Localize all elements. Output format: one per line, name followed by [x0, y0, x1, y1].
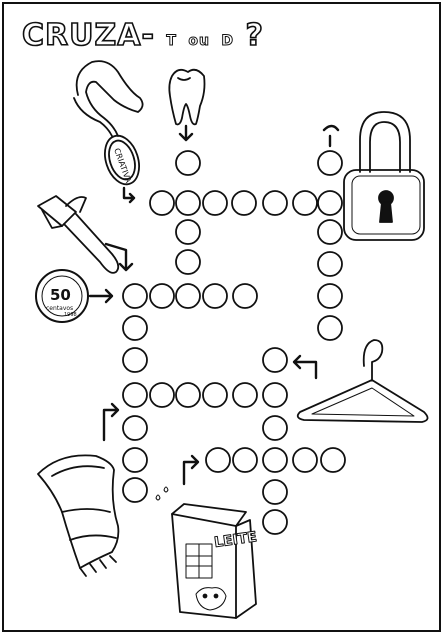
answer-cell[interactable]: [262, 447, 288, 473]
medal-picture: CRIATIVA: [73, 60, 144, 186]
hanger-picture: [296, 339, 429, 423]
answer-cell[interactable]: [175, 283, 201, 309]
answer-cell[interactable]: [122, 447, 148, 473]
answer-cell[interactable]: [292, 190, 318, 216]
hammer-picture: [37, 195, 120, 274]
coin-value: 50: [50, 286, 71, 304]
answer-cell[interactable]: [202, 283, 228, 309]
answer-cell[interactable]: [175, 249, 201, 275]
answer-cell[interactable]: [205, 447, 231, 473]
answer-cell[interactable]: [202, 382, 228, 408]
arrow-padlock: [322, 124, 340, 148]
answer-cell[interactable]: [317, 283, 343, 309]
answer-cell[interactable]: [320, 447, 346, 473]
milk-label: LEITE: [213, 529, 258, 551]
answer-cell[interactable]: [122, 415, 148, 441]
arrow-hammer: [104, 242, 134, 272]
answer-cell[interactable]: [317, 150, 343, 176]
arrow-tooth: [178, 124, 194, 142]
coin-picture: 50 centavos 1998: [35, 269, 89, 323]
coin-year: 1998: [64, 312, 77, 318]
title-main: CRUZA: [21, 17, 142, 54]
arrow-milk: [182, 454, 200, 486]
answer-cell[interactable]: [262, 479, 288, 505]
arrow-towel: [102, 402, 120, 442]
answer-cell[interactable]: [262, 347, 288, 373]
answer-cell[interactable]: [317, 219, 343, 245]
answer-cell[interactable]: [262, 382, 288, 408]
coin-unit: centavos: [46, 305, 73, 312]
title-ou: ou: [188, 33, 210, 50]
answer-cell[interactable]: [317, 251, 343, 277]
drops-decoration: [155, 486, 169, 501]
padlock-picture: [343, 111, 425, 241]
answer-cell[interactable]: [202, 190, 228, 216]
answer-cell[interactable]: [122, 283, 148, 309]
answer-cell[interactable]: [175, 150, 201, 176]
answer-cell[interactable]: [232, 283, 258, 309]
title-dash: -: [141, 17, 155, 54]
answer-cell[interactable]: [122, 477, 148, 503]
title-letter-t: T: [166, 33, 177, 50]
answer-cell[interactable]: [175, 190, 201, 216]
answer-cell[interactable]: [122, 347, 148, 373]
answer-cell[interactable]: [292, 447, 318, 473]
answer-cell[interactable]: [232, 382, 258, 408]
arrow-hanger: [292, 354, 318, 380]
tooth-picture: [168, 68, 206, 126]
answer-cell[interactable]: [175, 219, 201, 245]
arrow-coin: [88, 288, 114, 304]
title-question-mark: ?: [245, 17, 264, 54]
answer-cell[interactable]: [317, 315, 343, 341]
answer-cell[interactable]: [231, 190, 257, 216]
answer-cell[interactable]: [317, 190, 343, 216]
answer-cell[interactable]: [149, 283, 175, 309]
answer-cell[interactable]: [122, 382, 148, 408]
worksheet-title: CRUZA- T ou D ?: [21, 17, 264, 54]
answer-cell[interactable]: [262, 190, 288, 216]
crossword-grid[interactable]: [122, 150, 346, 535]
arrow-medal: [122, 186, 136, 204]
towel-picture: [37, 454, 120, 577]
answer-cell[interactable]: [262, 509, 288, 535]
title-letter-d: D: [221, 33, 235, 50]
answer-cell[interactable]: [149, 190, 175, 216]
page-border: [2, 2, 441, 632]
answer-cell[interactable]: [122, 315, 148, 341]
answer-cell[interactable]: [149, 382, 175, 408]
answer-cell[interactable]: [262, 415, 288, 441]
answer-cell[interactable]: [232, 447, 258, 473]
clue-arrows: [88, 124, 340, 486]
milk-carton-picture: LEITE: [171, 503, 258, 619]
answer-cell[interactable]: [175, 382, 201, 408]
